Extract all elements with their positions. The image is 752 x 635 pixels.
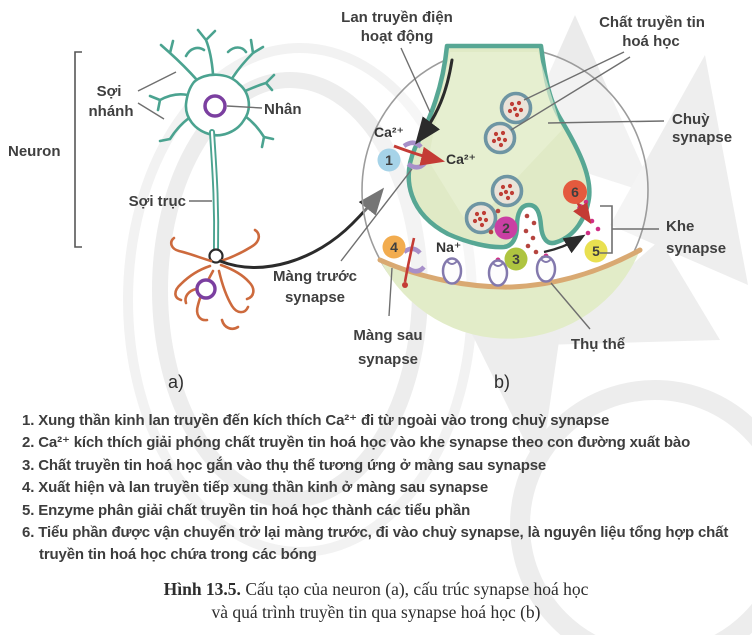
axon-inner bbox=[210, 130, 218, 252]
vesicle bbox=[490, 174, 524, 208]
legend-item-6: 6. Tiểu phần được vận chuyển trở lại màn… bbox=[22, 524, 729, 564]
synapse-figure: 1 2 3 4 5 6 Lan truyền điện ho bbox=[273, 9, 732, 392]
step-marker-6: 6 bbox=[563, 180, 587, 204]
dendrite-label-line1: Sợi bbox=[97, 83, 122, 100]
synaptic-knob-label-line2: synapse bbox=[672, 129, 732, 146]
neurotransmitter-label-line1: Chất truyền tin bbox=[599, 14, 705, 31]
nucleus-label: Nhân bbox=[264, 101, 302, 118]
ca-influx-arrow bbox=[393, 144, 446, 166]
caption-figure-number: Hình 13.5. bbox=[163, 579, 241, 599]
presynaptic-membrane-label-line2: synapse bbox=[285, 289, 345, 306]
ca-outside-label: Ca²⁺ bbox=[374, 124, 404, 140]
legend-item-2: 2. Ca²⁺ kích thích giải phóng chất truyề… bbox=[22, 434, 691, 452]
ca-channel bbox=[393, 140, 446, 170]
receptor bbox=[535, 255, 557, 283]
reuptake-arrow bbox=[573, 201, 592, 225]
step-marker-3: 3 bbox=[504, 247, 528, 271]
neuron-figure: Neuron bbox=[8, 28, 385, 392]
cleft-arrow bbox=[543, 234, 586, 254]
postsynaptic-cell bbox=[380, 250, 640, 339]
postsynaptic-membrane bbox=[377, 247, 643, 290]
panel-a-tag: a) bbox=[168, 372, 184, 392]
dendrite-label-line2: nhánh bbox=[89, 103, 134, 120]
step-marker-4: 4 bbox=[382, 235, 406, 259]
legend-item-4: 4. Xuất hiện và lan truyền tiếp xung thầ… bbox=[22, 479, 489, 497]
svg-text:4: 4 bbox=[390, 239, 398, 255]
svg-text:1: 1 bbox=[385, 152, 393, 168]
na-label: Na⁺ bbox=[436, 239, 461, 255]
receptor bbox=[487, 259, 509, 287]
terminal-nucleus-ring bbox=[195, 278, 217, 300]
presynaptic-membrane-label-line1: Màng trước bbox=[273, 268, 357, 285]
postsynaptic-membrane-label-line1: Màng sau bbox=[353, 327, 422, 344]
vesicle bbox=[499, 91, 533, 125]
na-channel bbox=[402, 237, 426, 288]
axon-label: Sợi trục bbox=[129, 193, 186, 210]
synaptic-cleft-label-line1: Khe bbox=[666, 218, 694, 235]
svg-text:5: 5 bbox=[592, 243, 600, 259]
step-marker-5: 5 bbox=[584, 239, 608, 263]
zoom-callout-arrow bbox=[218, 187, 385, 269]
legend-item-1: 1. Xung thần kinh lan truyền đến kích th… bbox=[22, 412, 610, 429]
action-potential-arrow bbox=[415, 58, 454, 145]
caption-text-2: và quá trình truyền tin qua synapse hoá … bbox=[211, 602, 541, 622]
svg-text:6: 6 bbox=[571, 184, 579, 200]
neuron-bracket-label: Neuron bbox=[8, 143, 61, 160]
receptor-label: Thụ thể bbox=[571, 336, 625, 353]
panel-a-pointers bbox=[137, 71, 263, 202]
panel-b-pointers bbox=[340, 47, 665, 330]
panel-b-tag: b) bbox=[494, 372, 510, 392]
diagram: Neuron bbox=[8, 9, 732, 392]
zoom-source-ring bbox=[208, 248, 224, 264]
vesicle bbox=[483, 121, 517, 155]
step-marker-1: 1 bbox=[377, 148, 401, 172]
caption-line-1: Hình 13.5. Cấu tạo của neuron (a), cấu t… bbox=[0, 578, 752, 601]
neurotransmitter-label-line2: hoá học bbox=[622, 33, 680, 50]
ca-inside-label: Ca²⁺ bbox=[446, 151, 476, 167]
nucleus bbox=[203, 94, 227, 118]
figure-caption: Hình 13.5. Cấu tạo của neuron (a), cấu t… bbox=[0, 578, 752, 624]
vesicles bbox=[464, 91, 533, 235]
vesicle bbox=[464, 201, 498, 235]
neuron-bracket bbox=[74, 51, 82, 248]
caption-text-1: Cấu tạo của neuron (a), cấu trúc synapse… bbox=[240, 579, 589, 599]
action-potential-label-line2: hoạt động bbox=[361, 28, 433, 45]
svg-text:3: 3 bbox=[512, 251, 520, 267]
legend-item-5: 5. Enzyme phân giải chất truyền tin hoá … bbox=[22, 501, 471, 519]
synaptic-knob-label-line1: Chuỳ bbox=[672, 111, 710, 128]
step-markers: 1 2 3 4 5 6 bbox=[377, 148, 608, 271]
receptors bbox=[441, 255, 557, 287]
legend-item-3: 3. Chất truyền tin hoá học gắn vào thụ t… bbox=[22, 456, 547, 474]
synaptic-cleft-label-line2: synapse bbox=[666, 240, 726, 257]
step-marker-2: 2 bbox=[494, 216, 518, 240]
receptor bbox=[441, 257, 463, 285]
action-potential-label-line1: Lan truyền điện bbox=[341, 9, 453, 26]
postsynaptic-membrane-label-line2: synapse bbox=[358, 351, 418, 368]
svg-text:2: 2 bbox=[502, 220, 510, 236]
step-legend: 1. Xung thần kinh lan truyền đến kích th… bbox=[22, 410, 744, 567]
